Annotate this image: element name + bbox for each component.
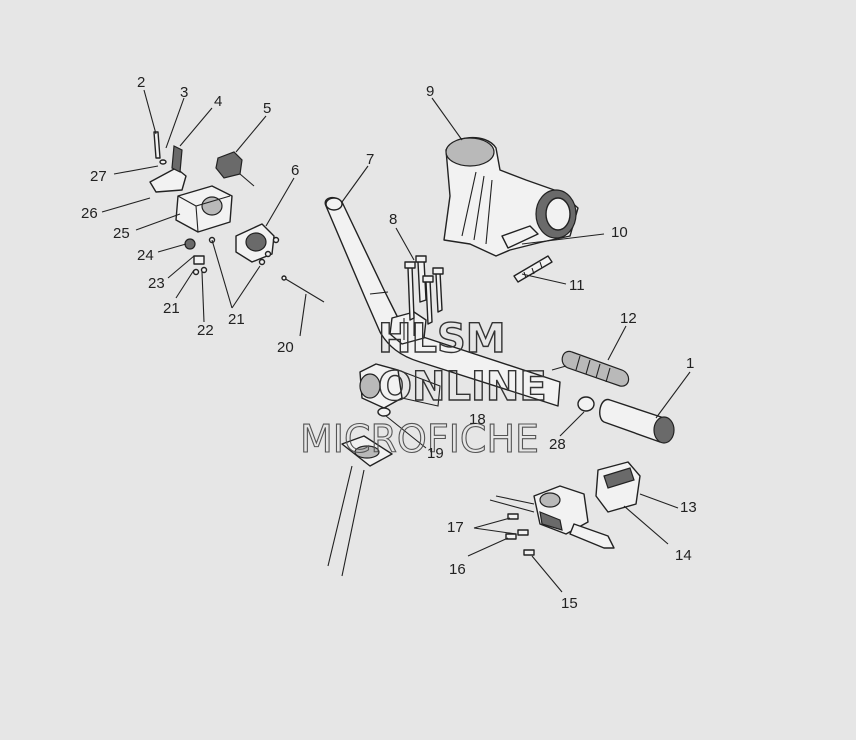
screw-2 — [153, 131, 167, 165]
nut-19 — [377, 407, 391, 417]
callout-23: 23 — [148, 275, 165, 292]
plug-28 — [577, 396, 595, 412]
steering-post — [327, 435, 393, 577]
callout-19: 19 — [427, 445, 444, 462]
handlebar — [324, 196, 561, 407]
brake-master-cylinder — [489, 485, 615, 549]
callout-26: 26 — [81, 205, 98, 222]
clamp-lower — [359, 363, 441, 409]
callout-7: 7 — [366, 151, 374, 168]
grip-12 — [551, 350, 630, 387]
callout-11: 11 — [569, 277, 585, 294]
callout-18: 18 — [469, 411, 486, 428]
throttle-housing-6 — [235, 223, 275, 263]
grip-1 — [599, 398, 675, 444]
callout-8: 8 — [389, 211, 397, 228]
throttle-lever-4 — [149, 145, 187, 193]
watermark-line1: HLSM — [378, 316, 506, 362]
watermark-line3: MICROFICHE — [300, 417, 539, 461]
callout-27: 27 — [90, 168, 107, 185]
switch-5 — [215, 151, 255, 187]
callout-5: 5 — [263, 100, 271, 117]
callout-28: 28 — [549, 436, 566, 453]
leader-lines — [101, 89, 691, 593]
callout-10: 10 — [611, 224, 628, 241]
callout-1: 1 — [686, 355, 694, 372]
callout-6: 6 — [291, 162, 299, 179]
watermark-line2: ONLINE — [378, 364, 547, 410]
callout-13: 13 — [680, 499, 697, 516]
callout-16: 16 — [449, 561, 466, 578]
callout-21a: 21 — [163, 300, 180, 317]
callout-17: 17 — [447, 519, 464, 536]
callout-22: 22 — [197, 322, 214, 339]
callout-25: 25 — [113, 225, 130, 242]
callout-4: 4 — [214, 93, 222, 110]
callout-20: 20 — [277, 339, 294, 356]
callout-12: 12 — [620, 310, 637, 327]
headlight-pod — [443, 136, 579, 257]
callout-14: 14 — [675, 547, 692, 564]
callout-3: 3 — [180, 84, 188, 101]
screws-15-16-17 — [505, 513, 535, 556]
callout-21b: 21 — [228, 311, 245, 328]
callout-24: 24 — [137, 247, 154, 264]
throttle-cable-20 — [281, 275, 325, 303]
wire-bracket-11 — [513, 255, 553, 283]
callout-labels: 1 2 3 4 5 6 7 8 9 10 11 12 13 14 15 16 1… — [81, 74, 697, 612]
callout-15: 15 — [561, 595, 578, 612]
reservoir-cover-13 — [595, 461, 641, 513]
watermark: HLSM ONLINE MICROFICHE — [299, 315, 547, 461]
clamp-upper — [389, 255, 444, 345]
switch-housing-25 — [175, 185, 233, 233]
callout-2: 2 — [137, 74, 145, 91]
callout-9: 9 — [426, 83, 434, 100]
